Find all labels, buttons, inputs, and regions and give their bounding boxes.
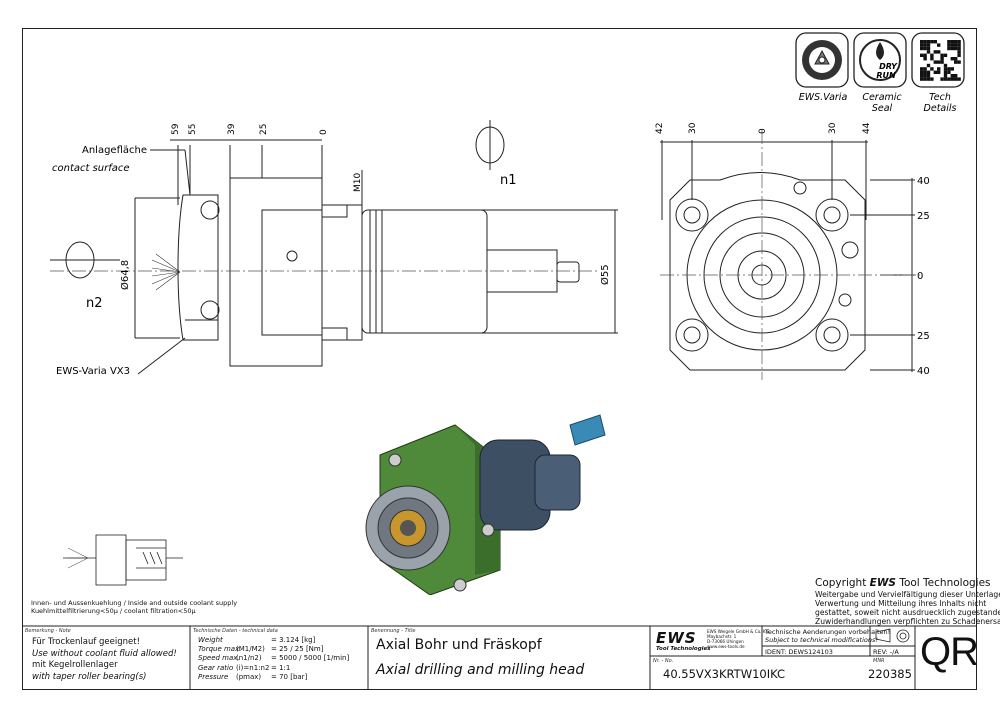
address-line: www.ews-tools.de [707, 644, 745, 649]
front-dim-42: 42 [655, 123, 665, 134]
company-address: EWS Weigele GmbH & Co. KG Maybachstr. 1 … [707, 629, 769, 649]
side-view-drawing: 59 55 39 25 0 M10 Ø64,8 Ø55 Anlagefläche… [50, 120, 618, 377]
ident-field: IDENT: DEWS124103 [765, 648, 833, 656]
copyright-line: Verwertung und Mitteilung ihres Inhalts … [815, 599, 987, 608]
dim-25: 25 [259, 124, 269, 135]
title-de: Axial Bohr und Fräskopf [376, 637, 542, 653]
tech-row: Gear ratio(i)=n1:n2= 1:1 [198, 663, 291, 672]
front-dim-30a: 30 [688, 122, 698, 134]
mnr-number: 220385 [868, 667, 912, 681]
ews-varia-icon [802, 40, 842, 80]
dim-d64: Ø64,8 [119, 260, 131, 290]
ews-logo: EWS [656, 629, 697, 647]
ident-label: IDENT: [765, 648, 787, 656]
tech-row: Speed max.(n1/n2)= 5000 / 5000 [1/min] [198, 654, 350, 663]
schematic-diagram [63, 534, 183, 586]
tech-row: Torque max.(M1/M2)= 25 / 25 [Nm] [198, 645, 324, 654]
run-label: RUN [876, 71, 896, 80]
note-block: Für Trockenlauf geeignet! Use without co… [32, 637, 177, 683]
dim-55: 55 [188, 124, 198, 135]
note-header: Bemerkung - Note [25, 628, 71, 634]
tech-header: Technische Daten - technical data [193, 628, 278, 634]
badge-label-ceramic: Ceramic [862, 92, 902, 103]
front-dim-44: 44 [862, 122, 872, 134]
product-3d-render [365, 414, 606, 595]
tech-row: Weight= 3.124 [kg] [198, 636, 316, 644]
front-view-drawing: 42 30 0 30 44 40 25 0 25 40 [655, 122, 930, 380]
dim-59: 59 [171, 123, 181, 135]
coolant-note: Innen- und Aussenkuehlung / Inside and o… [31, 599, 237, 615]
front-dim-30b: 30 [828, 122, 838, 134]
front-dim-r40b: 40 [917, 366, 930, 377]
qr-label: QR [920, 630, 979, 674]
address-line: Maybachstr. 1 [707, 634, 737, 639]
rev-field: REV: -/A [873, 648, 899, 656]
note-line: Für Trockenlauf geeignet! [32, 637, 140, 647]
badge-label-details: Details [924, 103, 957, 114]
front-dim-r0: 0 [917, 271, 923, 282]
title-header: Benennung - Title [371, 628, 416, 634]
ident-value: DEWS124103 [788, 648, 833, 656]
contact-label-de: Anlagefläche [82, 145, 147, 156]
title-en: Axial drilling and milling head [376, 662, 585, 678]
badge-label-seal: Seal [872, 103, 893, 114]
badges-strip: DRY RUN EWS.Varia Ceramic Seal Tech Deta… [795, 32, 965, 114]
note-line: with taper roller bearing(s) [32, 671, 147, 682]
front-dim-r40a: 40 [917, 176, 930, 187]
change-note-en: Subject to technical modifications! [765, 636, 878, 644]
copyright-suffix: Tool Technologies [895, 577, 991, 589]
drawing-frame [22, 28, 977, 690]
dry-label: DRY [879, 62, 898, 71]
front-dim-r25b: 25 [917, 331, 930, 342]
copyright-line: gestattet, soweit nicht ausdruecklich zu… [815, 608, 1000, 617]
copyright-title: Copyright EWS Tool Technologies [815, 577, 991, 589]
tech-data-table: Weight= 3.124 [kg] Torque max.(M1/M2)= 2… [198, 636, 349, 682]
copyright-text: Weitergabe und Vervielfältigung dieser U… [815, 590, 1000, 626]
address-line: D-73066 Uhingen [707, 639, 744, 644]
rev-value: -/A [889, 648, 899, 656]
nr-label: Nr. - No. [653, 658, 674, 664]
copyright-line: Zuwiderhandlungen verpflichten zu Schade… [815, 617, 1000, 626]
dry-run-icon: DRY RUN [859, 39, 901, 81]
qr-code-icon [920, 40, 961, 81]
front-dim-r25a: 25 [917, 211, 930, 222]
front-dim-0: 0 [758, 128, 768, 134]
coolant-line-2: Kuehlmittelfiltrierung<50μ / coolant fil… [31, 607, 196, 615]
change-note-de: Technische Aenderungen vorbehalten! [765, 628, 891, 636]
tech-row: Pressure(pmax)= 70 [bar] [198, 672, 308, 681]
rotation-n1: n1 [500, 173, 517, 188]
note-line: Use without coolant fluid allowed! [32, 648, 177, 659]
note-line: mit Kegelrollenlager [32, 660, 118, 670]
copyright-brand: EWS [869, 577, 896, 589]
varia-label: EWS-Varia VX3 [56, 366, 130, 377]
badge-label-tech: Tech [929, 92, 951, 103]
dim-0: 0 [319, 129, 329, 135]
address-line: EWS Weigele GmbH & Co. KG [707, 629, 769, 634]
dim-m10: M10 [353, 173, 363, 192]
dim-39: 39 [227, 123, 237, 135]
rev-label: REV: [873, 648, 888, 656]
copyright-prefix: Copyright [815, 577, 870, 589]
coolant-line-1: Innen- und Aussenkuehlung / Inside and o… [31, 599, 238, 607]
contact-label-en: contact surface [52, 163, 130, 174]
dim-d55: Ø55 [599, 264, 611, 285]
badge-label-ews-varia: EWS.Varia [799, 92, 848, 103]
part-number: 40.55VX3KRTW10IKC [663, 667, 786, 681]
rotation-n2: n2 [86, 296, 103, 311]
mnr-label: MNR [873, 658, 885, 664]
copyright-line: Weitergabe und Vervielfältigung dieser U… [815, 590, 1000, 599]
ews-logo-sub: Tool Technologies [656, 646, 711, 652]
